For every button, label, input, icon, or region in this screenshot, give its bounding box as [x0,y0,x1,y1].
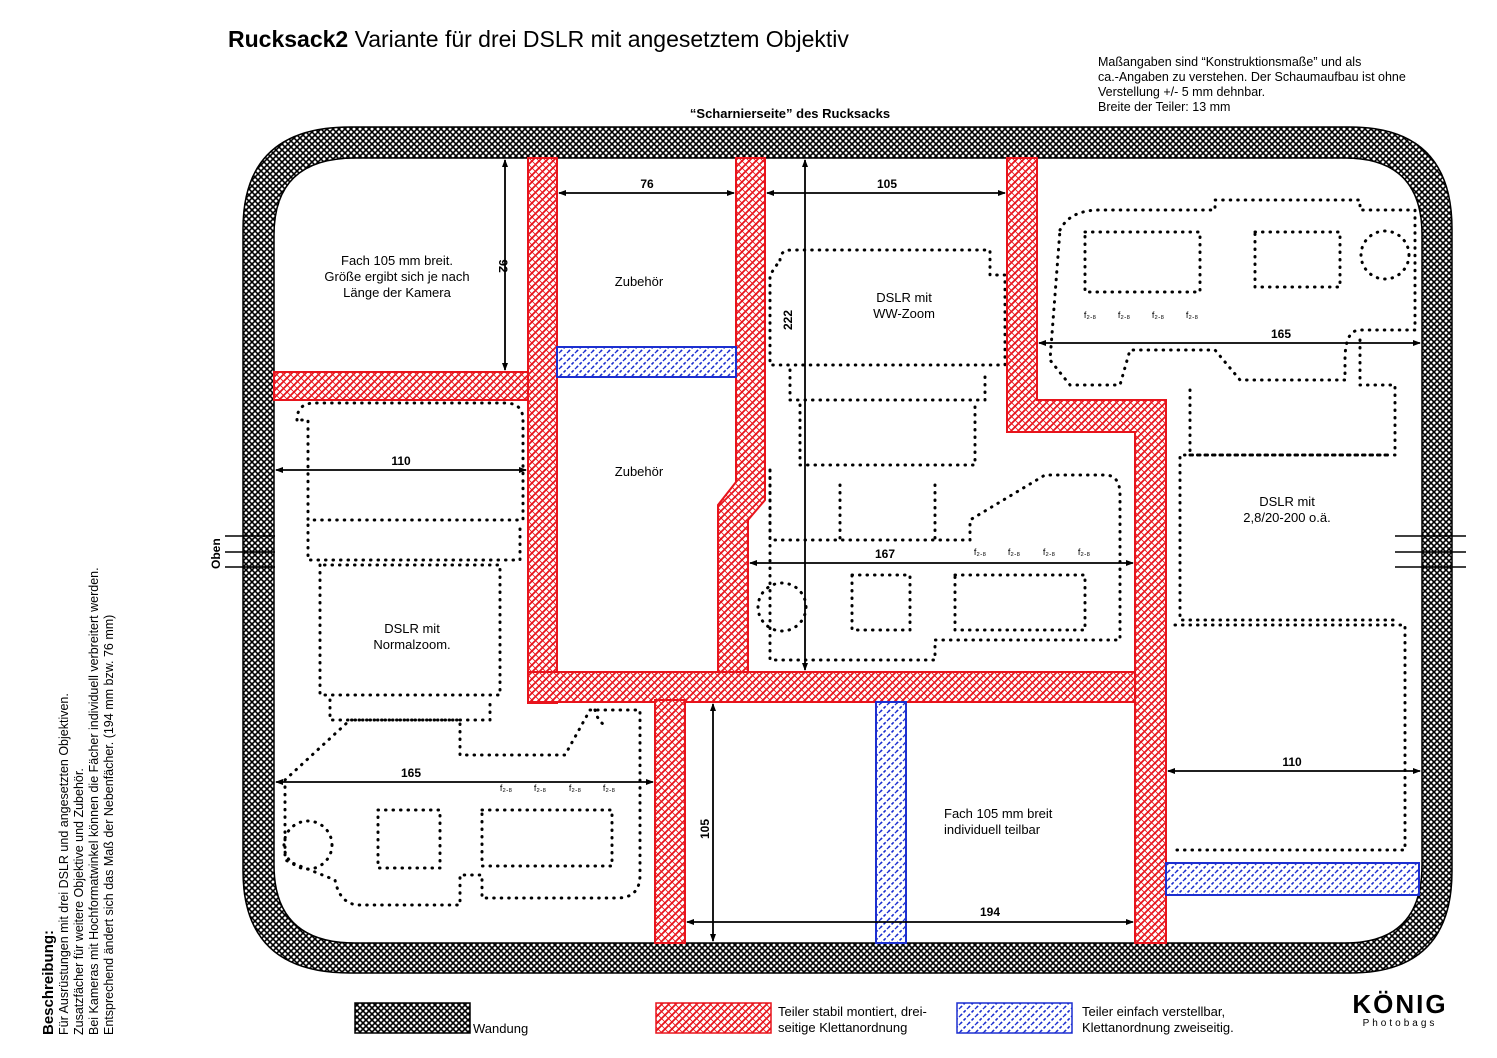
dim-222: 222 [781,310,795,330]
dslr-tele-label-2: 2,8/20-200 o.ä. [1243,510,1330,525]
divider-middle-horizontal [527,671,1167,703]
legend-label-wall: Wandung [473,1021,528,1036]
lens-mark: f₂.₈ [1118,310,1130,320]
lens-mark: f₂.₈ [1186,310,1198,320]
note-line: Verstellung +/- 5 mm dehnbar. [1098,85,1266,99]
fach-bottom-label-2: individuell teilbar [944,822,1041,837]
dim-110-left: 110 [391,454,411,468]
dim-105-top: 105 [877,177,897,191]
divider-bottom-left-vertical [654,699,686,944]
note-line: Maßangaben sind “Konstruktionsmaße” und … [1098,55,1362,69]
fach-left-label-3: Länge der Kamera [343,285,451,300]
top-side-marks [225,535,1466,568]
lens-mark: f₂.₈ [1078,547,1090,557]
legend-swatch-wall [354,1002,471,1034]
description-line: Entsprechend ändert sich das Maß der Neb… [102,614,116,1035]
lens-mark: f₂.₈ [603,783,615,793]
fach-left-label-1: Fach 105 mm breit. [341,253,453,268]
divider-inner-left-vertical [527,157,558,704]
page-title: Rucksack2 Variante für drei DSLR mit ang… [228,26,849,53]
lens-mark: f₂.₈ [500,783,512,793]
outer-wall [242,126,1453,974]
lens-mark: f₂.₈ [1008,547,1020,557]
dim-167: 167 [875,547,895,561]
zubehoer-mid-label: Zubehör [615,464,664,479]
divider-right-step [1006,157,1167,944]
legend-swatch-adjustable [956,1002,1073,1034]
note-line: ca.-Angaben zu verstehen. Der Schaumaufb… [1098,70,1406,84]
adjustable-divider-right [1165,862,1420,896]
dim-194: 194 [980,905,1000,919]
dim-165-right: 165 [1271,327,1291,341]
legend-swatch-fixed [655,1002,772,1034]
title-bold: Rucksack2 [228,26,349,52]
lens-mark: f₂.₈ [569,783,581,793]
adjustable-divider-bottom [875,701,907,944]
lens-mark: f₂.₈ [1084,310,1096,320]
top-side-label: Oben [209,538,223,569]
description-line: Bei Kameras mit Hochformatwinkel können … [87,567,101,1035]
adjustable-divider-top [556,346,737,378]
dimension-lines [275,159,1421,942]
dslr-normal-label-1: DSLR mit [384,621,440,636]
description-block: Beschreibung: Für Ausrüstungen mit drei … [40,475,117,1035]
camera-outline-left [282,401,642,907]
description-title: Beschreibung: [40,929,57,1035]
legend-label-adjustable-1: Teiler einfach verstellbar, [1082,1004,1225,1019]
adjustable-dividers [556,346,1420,944]
legend-label-fixed-2: seitige Klettanordnung [778,1020,907,1035]
lens-marks: f₂.₈ f₂.₈ f₂.₈ f₂.₈ f₂.₈ f₂.₈ f₂.₈ f₂.₈ f₂.₈… [500,310,1198,793]
dim-110-right: 110 [1282,755,1302,769]
title-rest: Variante für drei DSLR mit angesetztem O… [348,26,849,52]
camera-outline-ww [756,248,1122,662]
description-line: Für Ausrüstungen mit drei DSLR und anges… [57,693,71,1035]
fach-bottom-label-1: Fach 105 mm breit [944,806,1053,821]
legend: Wandung Teiler stabil montiert, drei- se… [354,1002,1234,1036]
lens-mark: f₂.₈ [974,547,986,557]
lens-mark: f₂.₈ [1043,547,1055,557]
zubehoer-top-label: Zubehör [615,274,664,289]
divider-center-vertical [717,157,766,674]
lens-mark: f₂.₈ [534,783,546,793]
dim-76: 76 [640,177,654,191]
fach-left-label-2: Größe ergibt sich je nach [324,269,469,284]
dim-92: 92 [496,259,510,273]
description-line: Zusatzfächer für weitere Objektive und Z… [72,768,86,1035]
notes-block: Maßangaben sind “Konstruktionsmaße” und … [1098,55,1406,115]
lens-mark: f₂.₈ [1152,310,1164,320]
compartment-labels: Fach 105 mm breit. Größe ergibt sich je … [324,253,1330,837]
legend-label-fixed-1: Teiler stabil montiert, drei- [778,1004,927,1019]
dim-165-left: 165 [401,766,421,780]
dslr-ww-label-1: DSLR mit [876,290,932,305]
logo-brand: KÖNIG [1352,989,1448,1019]
note-line: Breite der Teiler: 13 mm [1098,100,1231,114]
hinge-side-label: “Scharnierseite” des Rucksacks [690,106,890,121]
divider-left-horizontal [273,371,531,401]
dslr-normal-label-2: Normalzoom. [373,637,450,652]
camera-outline-tele [1048,198,1417,852]
dslr-tele-label-1: DSLR mit [1259,494,1315,509]
fixed-dividers [273,157,1167,944]
logo-sub: Photobags [1362,1018,1438,1029]
dslr-ww-label-2: WW-Zoom [873,306,935,321]
brand-logo: KÖNIG Photobags [1344,990,1456,1029]
dimension-labels: 76 105 92 222 165 110 167 165 105 194 11… [391,177,1302,919]
dim-105-bottom: 105 [698,819,712,839]
legend-label-adjustable-2: Klettanordnung zweiseitig. [1082,1020,1234,1035]
